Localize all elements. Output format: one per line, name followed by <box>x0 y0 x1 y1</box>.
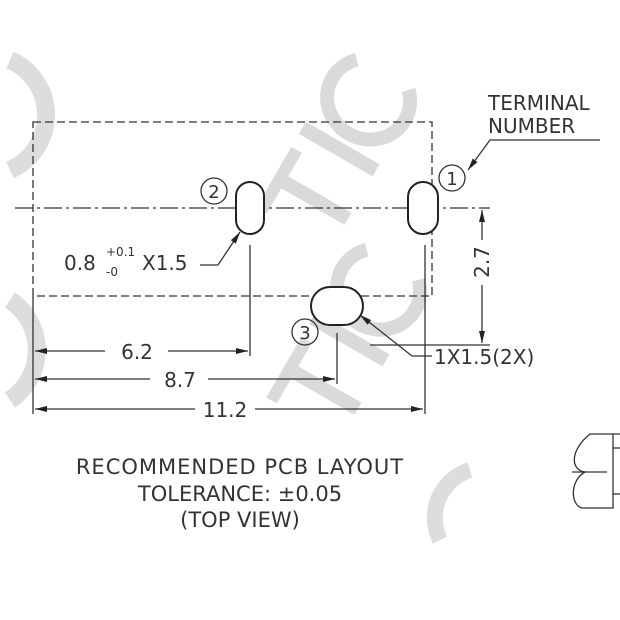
svg-text:11.2: 11.2 <box>203 398 248 422</box>
dimension-8-7: 8.7 <box>35 368 335 392</box>
terminal-2-marker: 2 <box>200 177 228 205</box>
callout-number: NUMBER <box>488 114 575 138</box>
caption-view: (TOP VIEW) <box>180 508 300 532</box>
terminal-3-marker: 3 <box>291 318 319 346</box>
pad-2 <box>235 181 265 235</box>
svg-text:6.2: 6.2 <box>121 340 153 364</box>
svg-text:3: 3 <box>299 323 310 344</box>
svg-text:2.7: 2.7 <box>470 246 494 278</box>
pad-tol-plus: +0.1 <box>106 245 135 259</box>
pad-3 <box>310 286 364 326</box>
terminal-callout-leader <box>467 139 600 171</box>
svg-text:1: 1 <box>446 169 457 190</box>
pad-size-suffix: X1.5 <box>142 251 188 275</box>
callout-terminal: TERMINAL <box>487 91 591 115</box>
pad3-size-label: 1X1.5(2X) <box>434 345 534 369</box>
dimension-2-7: 2.7 <box>470 210 494 343</box>
dimension-6-2: 6.2 <box>35 340 248 364</box>
pad-size-leader <box>200 231 241 266</box>
dimension-11-2: 11.2 <box>35 398 423 422</box>
terminal-1-marker: 1 <box>438 164 466 192</box>
pad-size-label: 0.8 <box>64 251 96 275</box>
svg-text:8.7: 8.7 <box>164 368 196 392</box>
pad-1 <box>407 181 439 235</box>
caption-tolerance: TOLERANCE: ±0.05 <box>137 482 342 506</box>
partial-side-view <box>572 433 620 509</box>
pad-tol-minus: -0 <box>106 265 118 279</box>
svg-text:2: 2 <box>208 182 219 203</box>
caption-title: RECOMMENDED PCB LAYOUT <box>76 455 404 479</box>
